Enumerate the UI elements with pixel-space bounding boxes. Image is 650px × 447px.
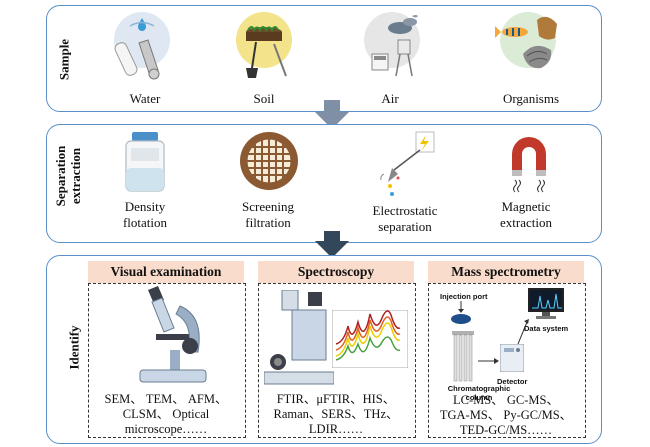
visual-examination-title: Visual examination [88, 261, 244, 283]
detector-icon [500, 344, 524, 372]
injection-port-label: Injection port [440, 292, 488, 301]
mass-methods-line2: TGA-MS、 Py-GC/MS、 [439, 408, 573, 422]
water-sampler-icon [114, 12, 170, 80]
spectroscopy-methods-line1: FTIR、μFTIR、HIS、 [276, 392, 396, 406]
arrow-right-icon [478, 358, 499, 364]
sample-item-water: Water [129, 91, 161, 106]
sieve-icon [240, 132, 298, 190]
electrostatic-icon [380, 131, 435, 196]
sample-label: Sample [56, 38, 72, 81]
fish-shell-icon [495, 12, 557, 69]
microscope-icon [139, 286, 207, 383]
air-sampler-icon [364, 12, 420, 77]
bottle-icon [125, 132, 165, 192]
sample-item-air: Air [381, 91, 399, 106]
electrostatic-separation-label: Electrostatic separation [372, 203, 438, 234]
mass-spectrometry-title: Mass spectrometry [428, 261, 584, 283]
sample-item-soil: Soil [253, 91, 275, 106]
arrow-down-icon [315, 100, 349, 129]
sample-item-organisms: Organisms [502, 91, 560, 106]
visual-examination-box [88, 283, 246, 438]
soil-shovel-icon [236, 12, 292, 78]
spectrometer-icon [264, 290, 334, 385]
data-system-label: Data system [524, 324, 569, 333]
separation-label-line2: extraction [68, 147, 83, 205]
separation-label-line1: Separation [53, 145, 68, 207]
spectrum-plot-icon [332, 310, 408, 368]
visual-methods-line2: CLSM、 Optical [122, 407, 210, 421]
magnetic-extraction-label: Magnetic extraction [500, 199, 552, 230]
chromatographic-column-label: Chromatographic column [447, 384, 511, 402]
mass-methods-line1: LC-MS、 GC-MS、 [453, 393, 559, 407]
separation-label: Separation extraction [53, 136, 83, 216]
visual-methods-line3: microscope…… [124, 422, 208, 436]
arrow-down-icon [315, 231, 349, 258]
spectroscopy-methods-line3: LDIR…… [308, 422, 364, 436]
magnet-icon [512, 137, 546, 193]
spectroscopy-methods-line2: Raman、SERS、THz、 [273, 407, 399, 421]
data-system-icon [528, 288, 564, 319]
spectroscopy-title: Spectroscopy [258, 261, 414, 283]
screening-filtration-label: Screening filtration [242, 199, 294, 230]
injection-port-icon [451, 301, 471, 324]
arrow-up-right-icon [517, 319, 529, 344]
identify-label: Identify [66, 325, 82, 370]
detector-label: Detector [497, 377, 528, 386]
mass-methods-line3: TED-GC/MS…… [459, 423, 553, 437]
visual-methods-line1: SEM、 TEM、 AFM、 [104, 392, 228, 406]
chromatographic-column-icon [452, 331, 474, 382]
density-flotation-label: Density flotation [122, 199, 168, 230]
